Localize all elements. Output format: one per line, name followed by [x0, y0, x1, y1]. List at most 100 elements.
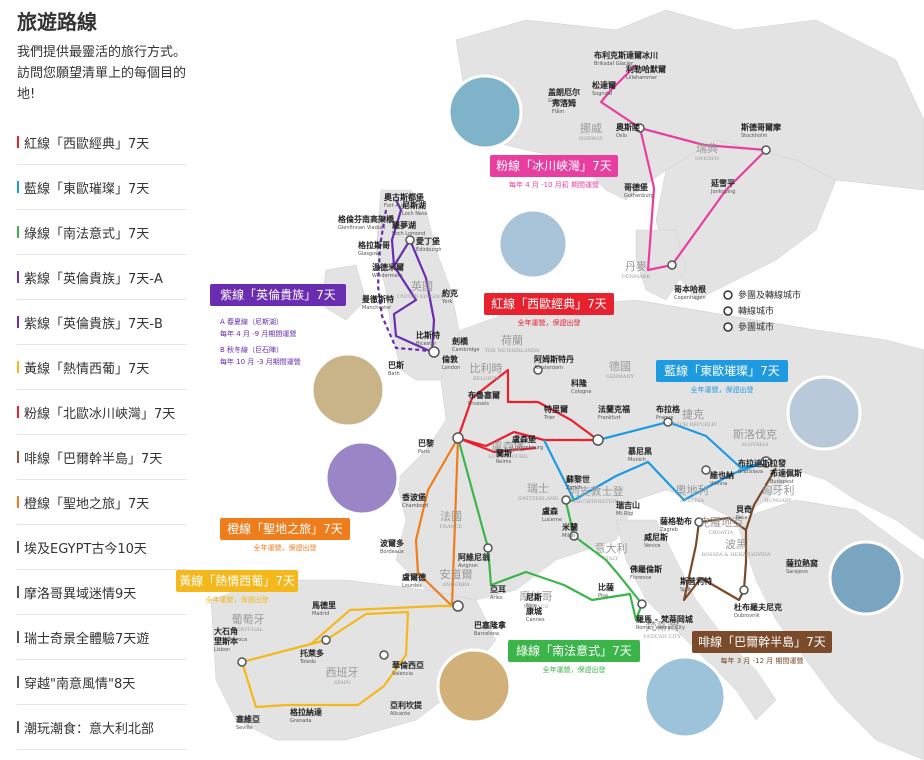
country-label-en: NORWAY — [579, 136, 603, 142]
banner-title: 粉線「冰川峽灣」7天 — [496, 158, 612, 173]
route-link[interactable]: 橙線「聖地之旅」7天 — [17, 480, 187, 525]
city-label-en: Zurich — [566, 485, 582, 491]
city-label-en: Jonkoping — [710, 189, 735, 195]
route-link[interactable]: 摩洛哥異域迷情9天 — [17, 570, 187, 615]
route-link[interactable]: 粉線「北歐冰川峽灣」7天 — [17, 390, 187, 435]
city-label: 薩拉熱窩 — [786, 558, 818, 568]
legend-marker — [723, 290, 733, 300]
country-label: 丹麥 — [625, 260, 647, 273]
banner-subtitle: 每年 4 月 -9 月期間運營 — [220, 329, 296, 338]
city-label: 塞維亞 — [235, 714, 260, 724]
route-link[interactable]: 啡線「巴爾幹半島」7天 — [17, 435, 187, 480]
bigben-photo — [310, 352, 386, 428]
milan-marker — [569, 531, 579, 541]
country-label: 奧地利 — [676, 484, 709, 497]
city-label: 里斯本 — [214, 636, 238, 646]
banner-subtitle: 全年運營，保證出發 — [691, 385, 754, 394]
city-label-en: Lillehammer — [626, 75, 658, 81]
city-label: 杜布羅夫尼克 — [734, 602, 782, 612]
country-label-en: MONACO — [523, 604, 548, 610]
banner-box — [176, 570, 298, 592]
city-label-en: Bordeaux — [380, 549, 404, 555]
city-label-en: Luxembourg — [512, 445, 543, 451]
route-link[interactable]: 紅線「西歐經典」7天 — [17, 120, 187, 165]
country-label-en: SWEDEN — [695, 156, 720, 162]
amsterdam-marker — [533, 365, 543, 375]
city-label: 布拉迪斯拉發 — [737, 458, 787, 468]
city-label: 比薩 — [598, 582, 614, 592]
route-link[interactable]: 穿越"南意風情"8天 — [17, 660, 187, 705]
banner-subtitle: 每年 4 月 -10 月初 期間運營 — [509, 180, 599, 189]
country-label: 盧森堡 — [492, 439, 525, 453]
country-label: 西班牙 — [326, 666, 359, 679]
city-label-en: Pisa — [598, 593, 608, 599]
city-label: 哥本哈根 — [674, 284, 706, 294]
route-link[interactable]: 瑞士奇景全體驗7天遊 — [17, 615, 187, 660]
city-label: 巴斯 — [388, 360, 404, 370]
route-label: 埃及EGYPT古今10天 — [24, 541, 147, 557]
route-link[interactable]: 潮玩潮食：意大利北部 — [17, 705, 187, 750]
city-label-en: Granada — [290, 718, 311, 724]
route-label: 穿越"南意風情"8天 — [24, 676, 136, 692]
banner-title: 黃線「熱情西葡」7天 — [179, 573, 295, 588]
city-label-en: Lourdes — [402, 583, 422, 589]
route-link[interactable]: 紫線「英倫貴族」7天-B — [17, 300, 187, 345]
city-label-en: Rome - Vatican City — [636, 625, 685, 631]
route-link[interactable]: 紫線「英倫貴族」7天-A — [17, 255, 187, 300]
city-label: 延雪平 — [710, 178, 735, 188]
route-color-bar — [17, 181, 19, 193]
city-label-en: Arles — [490, 595, 503, 601]
route-label: 藍線「東歐璀璨」7天 — [24, 181, 150, 197]
city-label: 利勒哈默爾 — [625, 64, 666, 74]
city-label-en: Trier — [543, 415, 556, 421]
country-label-en: SWITZERLAND — [518, 496, 558, 502]
city-label: 哥德堡 — [624, 182, 648, 192]
country-label: 法國 — [440, 509, 462, 523]
city-label-en: Frankfurt — [598, 415, 621, 421]
purple-route-a — [390, 199, 436, 354]
city-label-en: Dubrovnik — [734, 613, 760, 619]
route-link[interactable]: 綠線「南法意式」7天 — [17, 210, 187, 255]
country-label-en: CROATIA — [709, 530, 733, 536]
city-label-en: Barcelona — [474, 631, 499, 637]
route-link[interactable]: 埃及EGYPT古今10天 — [17, 525, 187, 570]
zagreb-marker — [694, 517, 704, 527]
city-label: 阿姆斯特丹 — [534, 354, 574, 364]
route-link[interactable]: 藍線「東歐璀璨」7天 — [17, 165, 187, 210]
city-label: 盧森 — [542, 506, 559, 516]
city-label: 威尼斯 — [644, 532, 668, 542]
route-color-bar — [17, 631, 19, 643]
banner-subtitle: B 秋冬線（巨石陣） — [220, 345, 283, 354]
route-color-bar — [17, 226, 19, 238]
rome-marker — [637, 599, 647, 609]
city-label: 溫德米爾 — [372, 262, 404, 272]
city-label: 羅夢湖 — [392, 220, 416, 230]
city-label: 米蘭 — [561, 522, 578, 532]
city-label: 布達佩斯 — [769, 468, 802, 478]
city-label: 科隆 — [571, 378, 588, 388]
city-label-en: Vienna — [710, 481, 727, 487]
route-label: 紫線「英倫貴族」7天-B — [24, 316, 163, 332]
city-label: 大石角 — [214, 626, 238, 636]
city-label-en: Munich — [628, 457, 646, 463]
route-label: 綠線「南法意式」7天 — [24, 226, 150, 242]
legend-marker — [723, 306, 733, 316]
city-label: 維也納 — [710, 470, 734, 480]
banner-box — [484, 293, 614, 315]
banner-title: 紅線「西歐經典」7天 — [491, 296, 607, 311]
city-label-en: Bath — [388, 371, 400, 377]
route-link[interactable]: 黃線「熱情西葡」7天 — [17, 345, 187, 390]
city-label: 尼斯 — [526, 592, 542, 602]
banner-title: 綠線「南法意式」7天 — [516, 643, 632, 658]
